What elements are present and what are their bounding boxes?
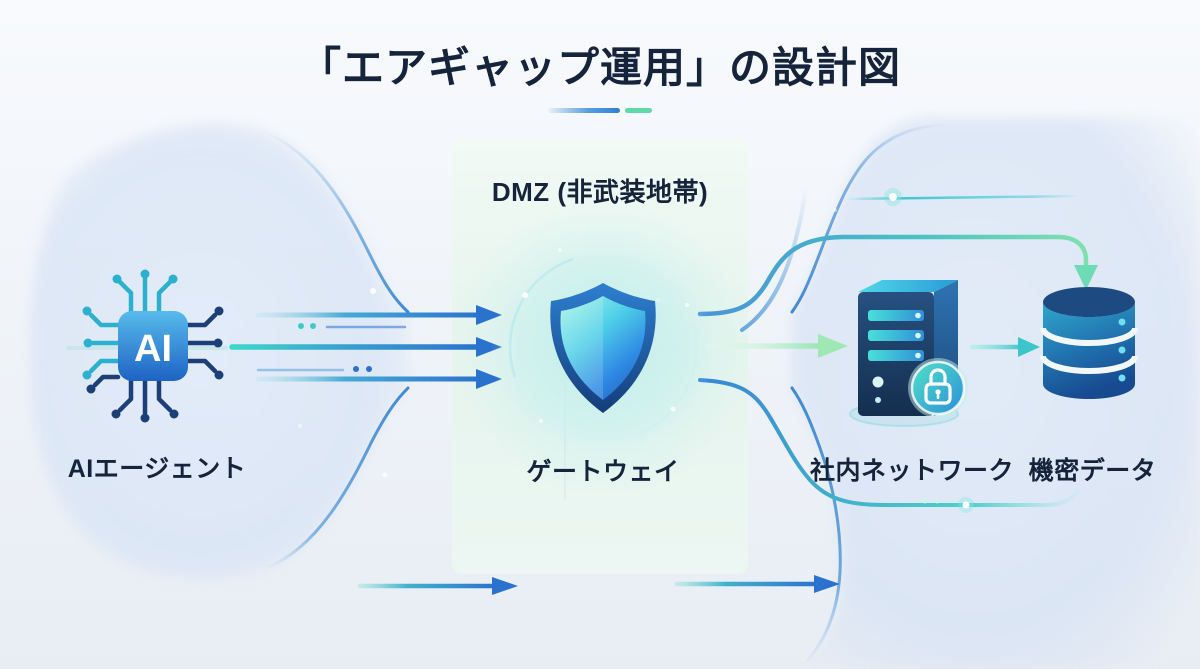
- server-top-face: [858, 280, 958, 292]
- page-title: 「エアギャップ運用」の設計図: [298, 44, 901, 91]
- arrow-server-to-database-head: [1018, 337, 1040, 357]
- shield-icon: [491, 235, 715, 459]
- funnel-right-top-edge: [790, 122, 950, 314]
- database-icon: [1040, 287, 1138, 399]
- chip-traces-navy: [92, 312, 218, 416]
- top-light-streak: [843, 194, 1082, 201]
- chip-body: [118, 311, 188, 381]
- background-funnel-left: [30, 123, 410, 580]
- shield-ring-arc-2: [637, 321, 698, 435]
- database-gap-1: [1040, 327, 1138, 346]
- bypass-glow-dots: [922, 497, 974, 513]
- server-led-small: [875, 397, 881, 403]
- ai-agent-label: AIエージェント: [67, 455, 247, 483]
- arrow-ai-top-head: [476, 305, 502, 325]
- internal-network-label: 社内ネットワーク: [809, 457, 1014, 485]
- funnel-right-bottom-edge: [790, 386, 842, 669]
- server-lock-icon: [849, 280, 968, 427]
- bottom-arrow-left-head: [492, 577, 518, 595]
- flow-decoration-dots: [256, 323, 407, 372]
- flow-line-bottom-bypass: [698, 378, 1080, 507]
- arrow-server-to-database: [969, 337, 1040, 357]
- bottom-arrow-right-head: [814, 575, 840, 593]
- funnel-left-fill: [30, 123, 408, 580]
- confidential-data-label: 機密データ: [1028, 457, 1157, 485]
- shield-inner: [560, 296, 646, 400]
- database-top: [1043, 287, 1135, 317]
- server-led-large: [872, 376, 884, 388]
- streak-glow-dot: [889, 193, 897, 201]
- flow-gateway-to-right: [697, 186, 1098, 513]
- shield-gloss: [560, 296, 603, 400]
- gateway-label: ゲートウェイ: [526, 458, 680, 486]
- funnel-left-bottom-edge: [264, 386, 410, 570]
- flow-line-to-database-head: [1074, 265, 1098, 290]
- funnel-right-fill: [792, 118, 1200, 669]
- database-body: [1043, 302, 1135, 399]
- arrow-ai-bottom-head: [476, 369, 502, 389]
- chip-trace-dots-navy: [86, 306, 224, 423]
- background-funnel-right: [790, 118, 1200, 669]
- lock-badge-icon: [908, 358, 968, 418]
- bottom-flow-arrows: [357, 575, 840, 595]
- flow-line-to-database-shaft: [697, 234, 1089, 317]
- dmz-zone-label: DMZ (非武装地帯): [491, 177, 709, 207]
- ai-chip-icon: AI: [82, 269, 224, 423]
- arrow-ai-mid-head: [476, 337, 502, 357]
- title-underline-blue: [548, 108, 620, 113]
- chip-trace-dots-teal: [82, 269, 178, 380]
- shield-ring-arc-1: [508, 257, 574, 378]
- server-slots: [868, 310, 924, 361]
- database-gap-2: [1040, 355, 1138, 374]
- chip-traces-teal: [88, 276, 173, 374]
- funnel-left-top-edge: [260, 129, 410, 314]
- title-underline-teal: [625, 108, 652, 113]
- database-dots: [1118, 318, 1126, 382]
- shield-sparkles: [522, 292, 689, 423]
- arrow-gateway-to-server-head: [818, 334, 848, 358]
- decorative-up-curve: [740, 186, 808, 332]
- chip-ai-text: AI: [134, 328, 172, 370]
